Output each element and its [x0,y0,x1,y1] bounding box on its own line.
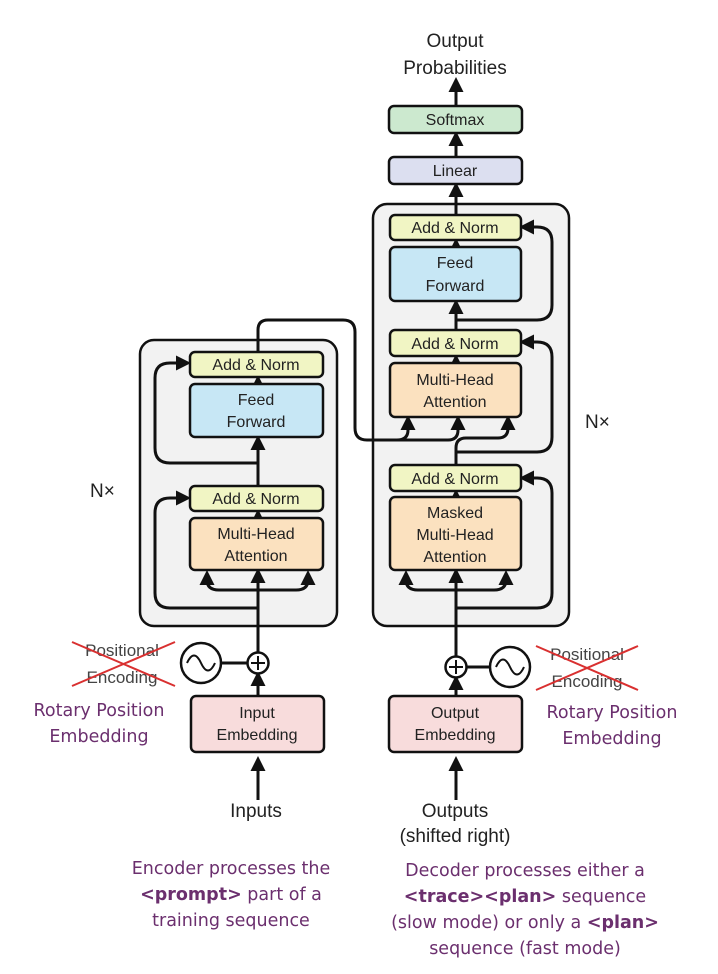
decoder-caption-trace-plan: <trace><plan> [404,887,557,907]
encoder-add-norm-top-label: Add & Norm [212,357,299,374]
decoder-cross-attn-label-1: Multi-Head [416,372,493,389]
encoder-sine-wave-icon [179,641,247,685]
decoder-add-norm-1: Add & Norm [388,213,523,242]
decoder-sine-wave-icon [467,645,532,689]
linear-box: Linear [387,155,524,186]
decoder-ff-label-2: Forward [426,278,485,295]
encoder-ff-label-1: Feed [238,392,274,409]
encoder-caption-2b: part of a [242,885,322,905]
outputs-label-1: Outputs [422,801,489,822]
decoder-caption-3: (slow mode) or only a <plan> [391,913,659,933]
left-pe-label-1: Positional [85,641,159,660]
linear-label: Linear [433,163,478,180]
decoder-add-norm-3-label: Add & Norm [411,471,498,488]
decoder-cross-attn-label-2: Attention [423,394,486,411]
encoder-caption-1: Encoder processes the [132,859,331,879]
output-embedding: Output Embedding [387,694,524,754]
left-rope-label-1: Rotary Position [34,701,165,721]
encoder-caption-2: <prompt> part of a [140,885,322,905]
encoder-ff-label-2: Forward [227,414,286,431]
decoder-wires [398,77,554,800]
right-pe-label-2: Encoding [552,672,623,691]
encoder-feed-forward: Feed Forward [188,382,325,439]
decoder-masked-label-3: Attention [423,549,486,566]
right-positional-encoding-crossed: Positional Encoding [535,645,639,691]
decoder-masked-label-1: Masked [427,505,483,522]
left-positional-encoding-crossed: Positional Encoding [71,641,176,687]
encoder-attn-label-2: Attention [224,548,287,565]
outputs-label-2: (shifted right) [400,826,511,847]
input-embedding-label-2: Embedding [217,727,298,744]
encoder-add-norm-top: Add & Norm [188,350,325,379]
decoder-add-norm-3: Add & Norm [388,463,523,493]
encoder-caption-3: training sequence [152,911,310,931]
encoder-add-norm-bottom: Add & Norm [188,484,325,513]
decoder-ff-label-1: Feed [437,255,473,272]
decoder-add-norm-1-label: Add & Norm [411,220,498,237]
left-rope-label-2: Embedding [49,727,148,747]
decoder-caption: Decoder processes either a <trace><plan>… [391,861,659,959]
softmax-label: Softmax [426,112,485,129]
left-strike-2 [71,641,176,687]
left-pe-label-2: Encoding [87,668,158,687]
decoder-caption-plan: <plan> [587,913,659,933]
softmax-box: Softmax [387,104,524,135]
right-rope-label-1: Rotary Position [547,703,678,723]
output-embedding-label-2: Embedding [415,727,496,744]
output-label-1: Output [426,31,484,52]
output-label-2: Probabilities [403,58,507,79]
decoder-add-norm-2-label: Add & Norm [411,336,498,353]
decoder-masked-label-2: Multi-Head [416,527,493,544]
decoder-caption-2b: sequence [556,887,646,907]
decoder-feed-forward: Feed Forward [388,245,523,303]
right-strike-2 [535,645,639,691]
encoder-attention: Multi-Head Attention [188,516,325,572]
encoder-repeat-label: N× [90,481,115,502]
decoder-cross-attention: Multi-Head Attention [388,361,523,419]
inputs-label: Inputs [230,801,282,822]
decoder-repeat-label: N× [585,412,610,433]
decoder-caption-4: sequence (fast mode) [429,939,621,959]
decoder-add-norm-2: Add & Norm [388,328,523,358]
encoder-attn-label-1: Multi-Head [217,526,294,543]
encoder-add-norm-bottom-label: Add & Norm [212,491,299,508]
input-embedding-label-1: Input [239,705,275,722]
output-embedding-label-1: Output [431,705,480,722]
decoder-caption-1: Decoder processes either a [405,861,645,881]
input-embedding: Input Embedding [189,694,326,754]
decoder-plus-icon [444,655,468,679]
decoder-masked-attention: Masked Multi-Head Attention [388,495,523,572]
encoder-wires [153,318,466,800]
encoder-caption: Encoder processes the <prompt> part of a… [132,859,331,931]
right-rope-label-2: Embedding [562,729,661,749]
encoder-caption-prompt: <prompt> [140,885,242,905]
decoder-caption-2: <trace><plan> sequence [404,887,646,907]
encoder-plus-icon [246,651,270,675]
right-pe-label-1: Positional [550,645,624,664]
decoder-caption-3a: (slow mode) or only a [391,913,587,933]
